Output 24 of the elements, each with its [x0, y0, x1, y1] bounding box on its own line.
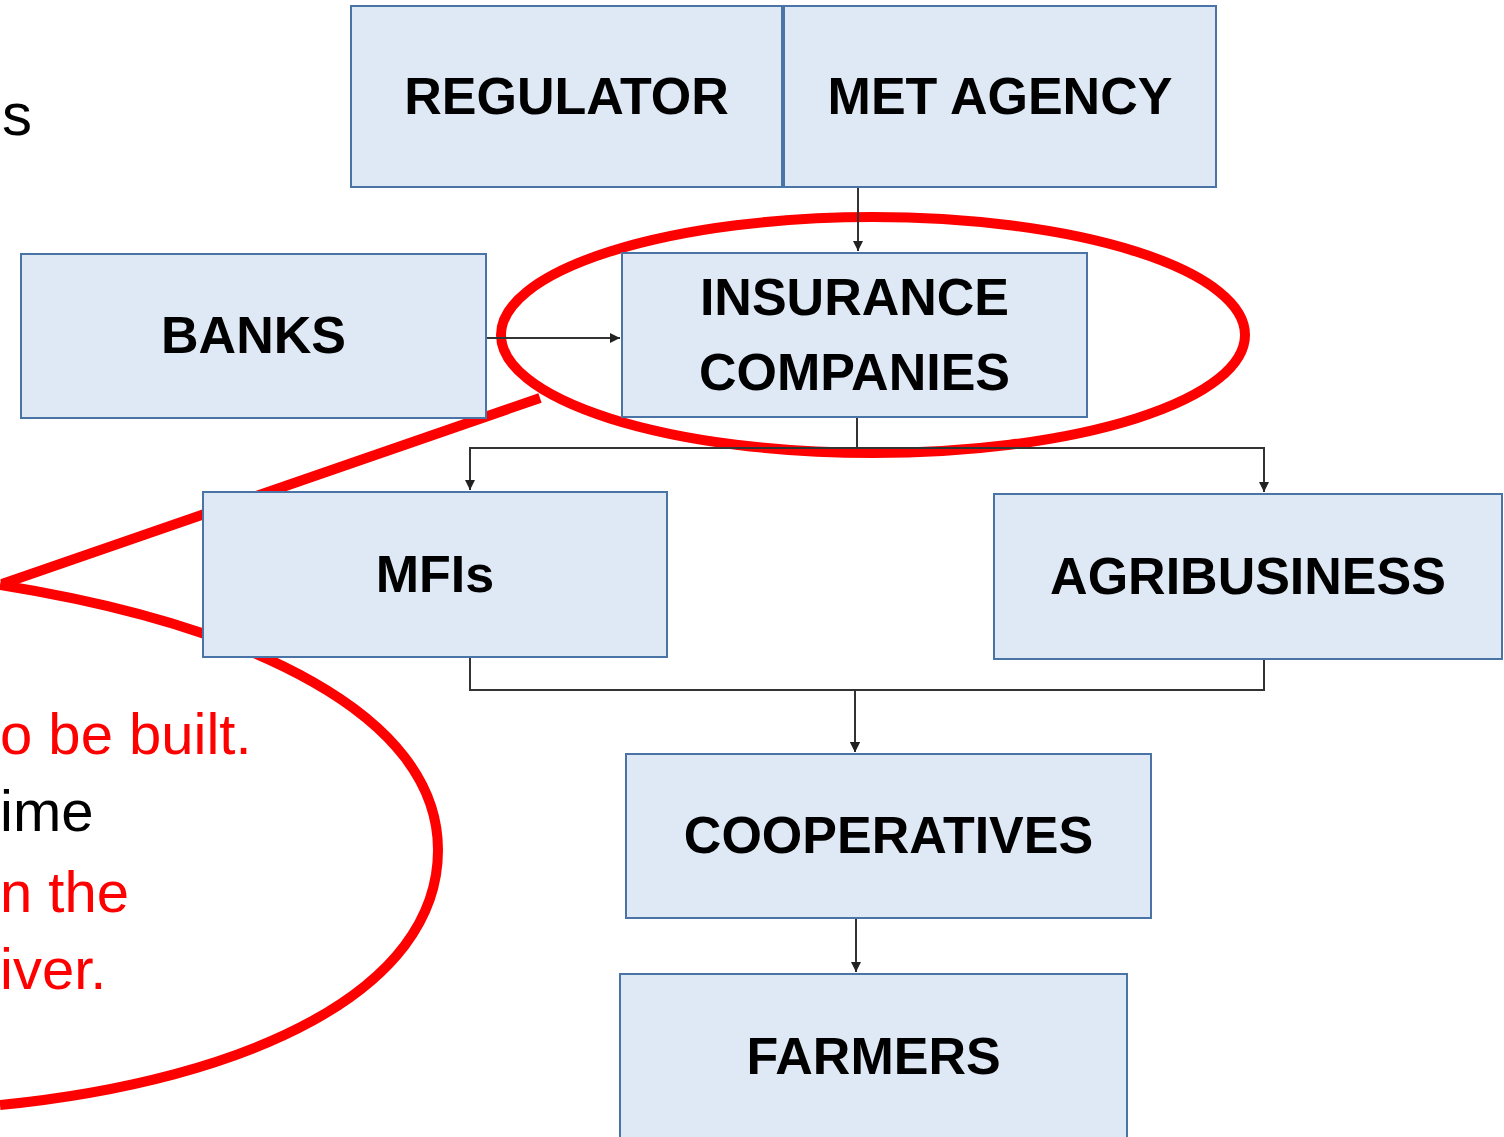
- process-box: [783, 5, 1217, 188]
- box-label: REGULATOR: [403, 65, 730, 127]
- process-box: [20, 253, 487, 419]
- callout-text: o be built.: [0, 700, 252, 767]
- arrow: [851, 918, 861, 973]
- box-label: INSURANCE COMPANIES: [697, 266, 1012, 403]
- text-fragment: s: [2, 80, 32, 149]
- callout-text: ime: [0, 777, 94, 844]
- process-box: [350, 5, 783, 188]
- process-box: [202, 491, 668, 658]
- arrow: [853, 187, 863, 252]
- box-label: FARMERS: [745, 1026, 1002, 1088]
- process-box: [619, 973, 1128, 1137]
- process-box: [621, 252, 1088, 418]
- process-box: [625, 753, 1152, 919]
- box-label: BANKS: [160, 305, 347, 367]
- process-box: [993, 493, 1503, 660]
- arrow: [486, 333, 621, 343]
- arrow: [850, 659, 1265, 753]
- box-label: MFIs: [374, 543, 496, 605]
- box-label: COOPERATIVES: [682, 805, 1095, 867]
- box-label: MET AGENCY: [826, 65, 1174, 127]
- callout-text: n the iver.: [0, 858, 130, 1003]
- box-label: AGRIBUSINESS: [1049, 545, 1447, 607]
